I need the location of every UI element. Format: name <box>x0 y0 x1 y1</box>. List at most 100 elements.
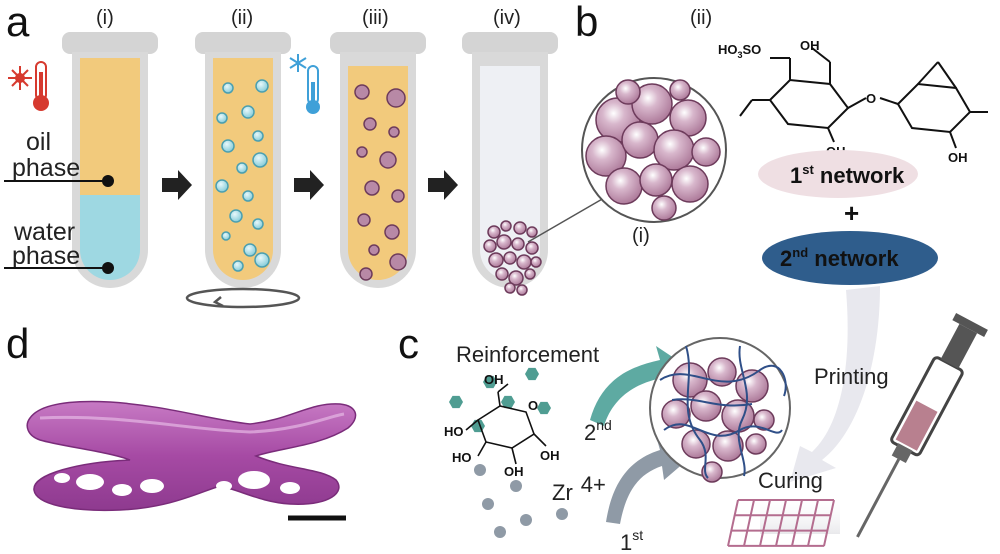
printing-flow-arrow <box>790 286 880 482</box>
first-crosslink-label: 1st <box>620 527 643 554</box>
composite-bead <box>681 429 711 459</box>
composite-bead <box>707 357 737 387</box>
zoomed-bead <box>585 135 627 177</box>
curing-label: Curing <box>758 468 823 493</box>
network-plus: + <box>844 198 859 228</box>
oil-phase-dot <box>102 175 114 187</box>
reinforcement-hexagon <box>501 395 515 409</box>
panel-label-a: a <box>6 0 30 45</box>
zr-ion-dot <box>510 480 522 492</box>
zoomed-bead <box>615 79 641 105</box>
water-droplet <box>242 190 254 202</box>
packed-bead <box>525 241 539 255</box>
water-droplet <box>232 260 244 272</box>
water-droplet <box>221 231 231 241</box>
packed-bead <box>526 226 538 238</box>
water-droplet <box>252 218 264 230</box>
grid-line <box>727 499 739 547</box>
carrageenan-structure <box>739 47 988 149</box>
glucose-labels: OH O HO HO OH OH <box>444 372 560 479</box>
stir-rotation-icon <box>185 287 301 309</box>
composite-microgels <box>661 357 775 483</box>
grid-line <box>759 499 771 547</box>
tube-iv <box>462 32 558 288</box>
water-droplet <box>254 252 270 268</box>
packed-bead <box>516 254 532 270</box>
packed-bead <box>503 251 517 265</box>
water-droplet <box>215 179 229 193</box>
packed-bead <box>495 267 509 281</box>
zoom-leader <box>527 197 605 243</box>
zr-ion-dot <box>482 498 494 510</box>
zr-ion-dot <box>520 514 532 526</box>
zoomed-bead <box>651 195 677 221</box>
grid-line <box>823 499 835 547</box>
syringe-icon <box>856 313 988 538</box>
microgel-bead <box>363 117 377 131</box>
water-droplet <box>221 139 235 153</box>
svg-text:HO: HO <box>444 424 464 439</box>
zoomed-bead <box>639 163 673 197</box>
tube-ii <box>195 32 291 288</box>
reinforcement-hexagon <box>483 375 497 389</box>
packed-bead <box>500 220 512 232</box>
packed-bead <box>516 284 528 296</box>
microgel-beads <box>354 84 407 281</box>
thermometer-hot-icon <box>33 61 49 111</box>
microgel-bead <box>354 84 370 100</box>
grid-line <box>807 499 819 547</box>
composite-bead <box>745 433 767 455</box>
chem-sulfate: HO3SO <box>718 42 761 60</box>
water-droplet <box>229 209 243 223</box>
grid-line <box>775 499 787 547</box>
zoomed-microgels <box>585 79 721 221</box>
zoomed-bead <box>605 167 643 205</box>
zr-ion-dot <box>474 464 486 476</box>
tube-label-i: (i) <box>96 7 114 29</box>
tube-label-iv: (iv) <box>493 7 521 29</box>
svg-text:OH: OH <box>484 372 504 387</box>
microgel-bead <box>357 213 371 227</box>
first-network-badge <box>758 150 918 198</box>
chem-oh-3: OH <box>948 150 968 165</box>
tube-label-iii: (iii) <box>362 7 389 29</box>
composite-bead <box>753 409 775 431</box>
reinforcement-hexagon <box>537 401 551 415</box>
sun-heat-icon <box>8 66 32 90</box>
water-droplets <box>215 79 270 272</box>
zr-ion-dots <box>474 464 568 538</box>
structure-label-ii: (ii) <box>690 7 712 29</box>
panel-label-c: c <box>398 320 419 367</box>
water-droplet <box>236 162 248 174</box>
packed-bead <box>487 225 501 239</box>
second-network-label: 2nd network <box>780 245 899 271</box>
packed-bead <box>513 221 527 235</box>
tube-label-ii: (ii) <box>231 7 253 29</box>
oil-phase-label-1: oil <box>26 128 51 156</box>
water-phase-label-1: water <box>13 218 75 246</box>
process-arrow-1 <box>162 170 192 200</box>
printing-label: Printing <box>814 364 889 389</box>
packed-bead <box>483 239 497 253</box>
microgel-bead <box>384 224 400 240</box>
microgel-bead <box>368 244 380 256</box>
packed-bead <box>511 237 525 251</box>
microgel-bead <box>388 126 400 138</box>
grid-line <box>743 499 755 547</box>
svg-text:OH: OH <box>540 448 560 463</box>
water-phase-label-2: phase <box>12 242 80 270</box>
packed-microgels <box>483 220 542 296</box>
packed-bead <box>496 234 512 250</box>
svg-text:O: O <box>528 398 538 413</box>
water-droplet <box>216 112 228 124</box>
reinforcement-hexagon <box>449 395 463 409</box>
packed-bead <box>488 252 504 268</box>
reinforcement-hexagons <box>449 367 551 433</box>
packed-bead <box>524 268 536 280</box>
zr-ion-dot <box>494 526 506 538</box>
microgel-bead <box>364 180 380 196</box>
microgel-bead <box>389 253 407 271</box>
second-network-badge <box>762 231 938 285</box>
